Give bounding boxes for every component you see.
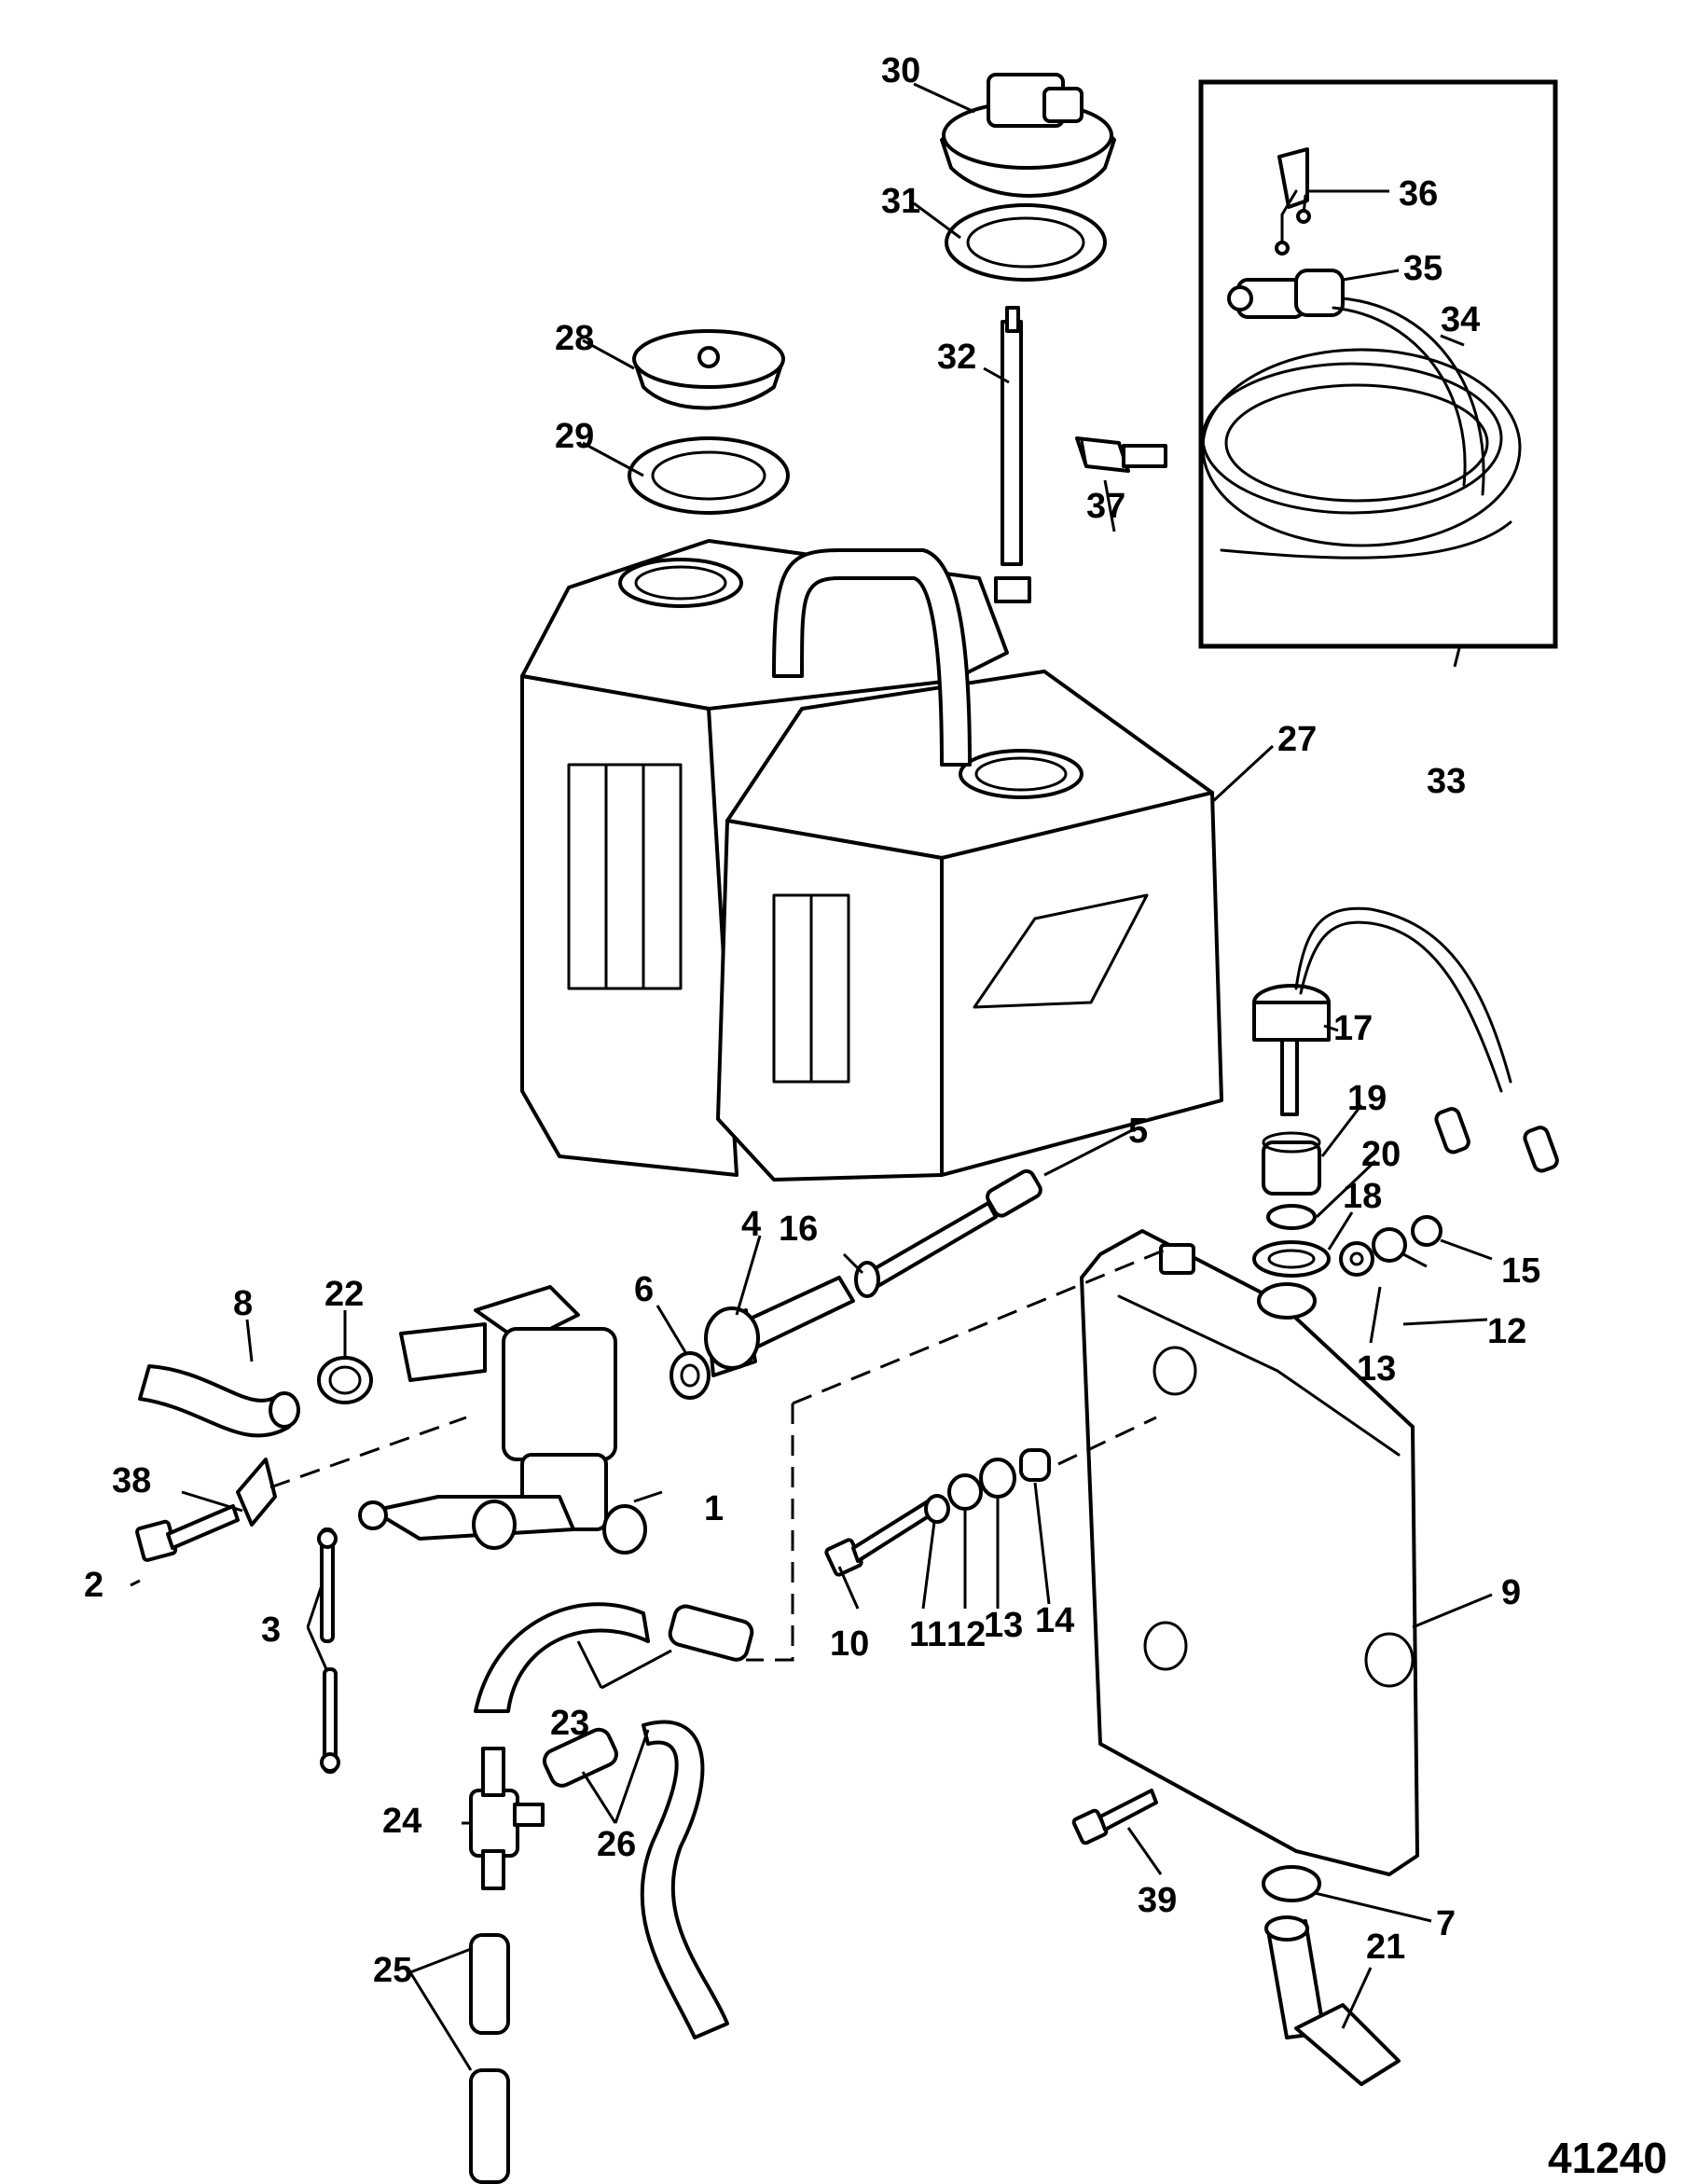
callout-18: 18 bbox=[1343, 1177, 1382, 1216]
callout-15: 15 bbox=[1501, 1251, 1540, 1291]
callout-5: 5 bbox=[1128, 1112, 1148, 1151]
retainer-38 bbox=[236, 1458, 277, 1527]
hose-21 bbox=[1264, 1915, 1401, 2086]
callout-9: 9 bbox=[1501, 1573, 1521, 1612]
callout-1: 1 bbox=[704, 1489, 724, 1528]
washers-mid bbox=[924, 1448, 1051, 1524]
callout-29: 29 bbox=[555, 417, 594, 456]
callout-36: 36 bbox=[1399, 174, 1438, 214]
callout-35: 35 bbox=[1403, 249, 1442, 288]
callout-7: 7 bbox=[1436, 1904, 1456, 1943]
callouts: 30 31 32 28 29 37 36 35 34 33 27 17 19 2… bbox=[84, 51, 1540, 1990]
hose-26 bbox=[542, 1720, 729, 2039]
callout-6: 6 bbox=[634, 1270, 654, 1309]
callout-32: 32 bbox=[937, 338, 976, 377]
gasket-31 bbox=[945, 203, 1107, 282]
fitting-35 bbox=[1227, 269, 1345, 319]
callout-22: 22 bbox=[324, 1275, 364, 1314]
bolt-10 bbox=[824, 1500, 936, 1577]
callout-12-mid: 12 bbox=[946, 1615, 986, 1654]
callout-26: 26 bbox=[597, 1825, 636, 1864]
oil-tank-27 bbox=[520, 306, 1223, 1182]
inset-frame bbox=[1198, 79, 1558, 649]
callout-8: 8 bbox=[233, 1284, 253, 1323]
tee-24 bbox=[469, 1747, 545, 1890]
hose-8 bbox=[138, 1364, 300, 1438]
hose-coil-34 bbox=[1201, 297, 1522, 560]
drive-shaft-5 bbox=[865, 1168, 1042, 1289]
figure-number: 41240 bbox=[1548, 2134, 1667, 2182]
callout-13-right: 13 bbox=[1357, 1349, 1396, 1389]
sender-17 bbox=[1252, 906, 1559, 1173]
assembly-line-1 bbox=[792, 1248, 1166, 1405]
cap-28 bbox=[632, 329, 785, 410]
callout-16: 16 bbox=[779, 1209, 818, 1249]
callout-39: 39 bbox=[1138, 1881, 1177, 1920]
washers-right bbox=[1339, 1215, 1442, 1277]
oil-pump-1 bbox=[358, 1285, 647, 1555]
callout-30: 30 bbox=[881, 51, 920, 90]
grommet-18 bbox=[1252, 1240, 1331, 1278]
assembly-line-4 bbox=[1057, 1416, 1157, 1466]
callout-20: 20 bbox=[1361, 1135, 1401, 1174]
callout-2: 2 bbox=[84, 1566, 104, 1605]
callout-37: 37 bbox=[1086, 487, 1125, 526]
callout-3: 3 bbox=[261, 1610, 281, 1650]
callout-34: 34 bbox=[1441, 300, 1480, 339]
callout-31: 31 bbox=[881, 182, 920, 221]
assembly-line-3 bbox=[269, 1416, 467, 1489]
reservoir-9 bbox=[1080, 1229, 1419, 1876]
hoses-25 bbox=[469, 1933, 510, 2184]
callout-28: 28 bbox=[555, 319, 594, 358]
gasket-29 bbox=[628, 436, 790, 515]
hoses-23 bbox=[474, 1602, 754, 1713]
callout-14: 14 bbox=[1035, 1601, 1074, 1640]
callout-19: 19 bbox=[1347, 1079, 1387, 1118]
callout-12-right: 12 bbox=[1487, 1312, 1526, 1351]
callout-10: 10 bbox=[830, 1624, 869, 1664]
callout-38: 38 bbox=[112, 1461, 151, 1500]
callout-24: 24 bbox=[382, 1802, 421, 1841]
callout-23: 23 bbox=[550, 1704, 589, 1743]
fitting-37 bbox=[1075, 436, 1167, 473]
leader-lines bbox=[130, 82, 1493, 2071]
callout-21: 21 bbox=[1366, 1928, 1405, 1967]
link-rods-3 bbox=[317, 1527, 340, 1774]
callout-33: 33 bbox=[1427, 762, 1466, 801]
clamp-22 bbox=[317, 1356, 373, 1404]
callout-4: 4 bbox=[741, 1205, 761, 1244]
bracket-36 bbox=[1275, 147, 1311, 256]
washer-20 bbox=[1266, 1204, 1317, 1230]
clamp-7 bbox=[1262, 1865, 1321, 1902]
drive-housing-4 bbox=[704, 1276, 855, 1377]
assembly-line-2 bbox=[746, 1403, 794, 1662]
screw-2 bbox=[135, 1504, 240, 1562]
sender-cap-30 bbox=[940, 73, 1116, 198]
spacer-19 bbox=[1262, 1131, 1321, 1196]
seal-6 bbox=[669, 1351, 711, 1400]
callout-17: 17 bbox=[1333, 1009, 1373, 1048]
oring-16 bbox=[854, 1261, 880, 1298]
callout-13-mid: 13 bbox=[984, 1606, 1023, 1645]
callout-11: 11 bbox=[909, 1615, 946, 1654]
callout-27: 27 bbox=[1277, 720, 1317, 759]
inset-kit bbox=[1198, 79, 1558, 668]
callout-25: 25 bbox=[373, 1951, 412, 1990]
screw-39 bbox=[1071, 1789, 1158, 1845]
